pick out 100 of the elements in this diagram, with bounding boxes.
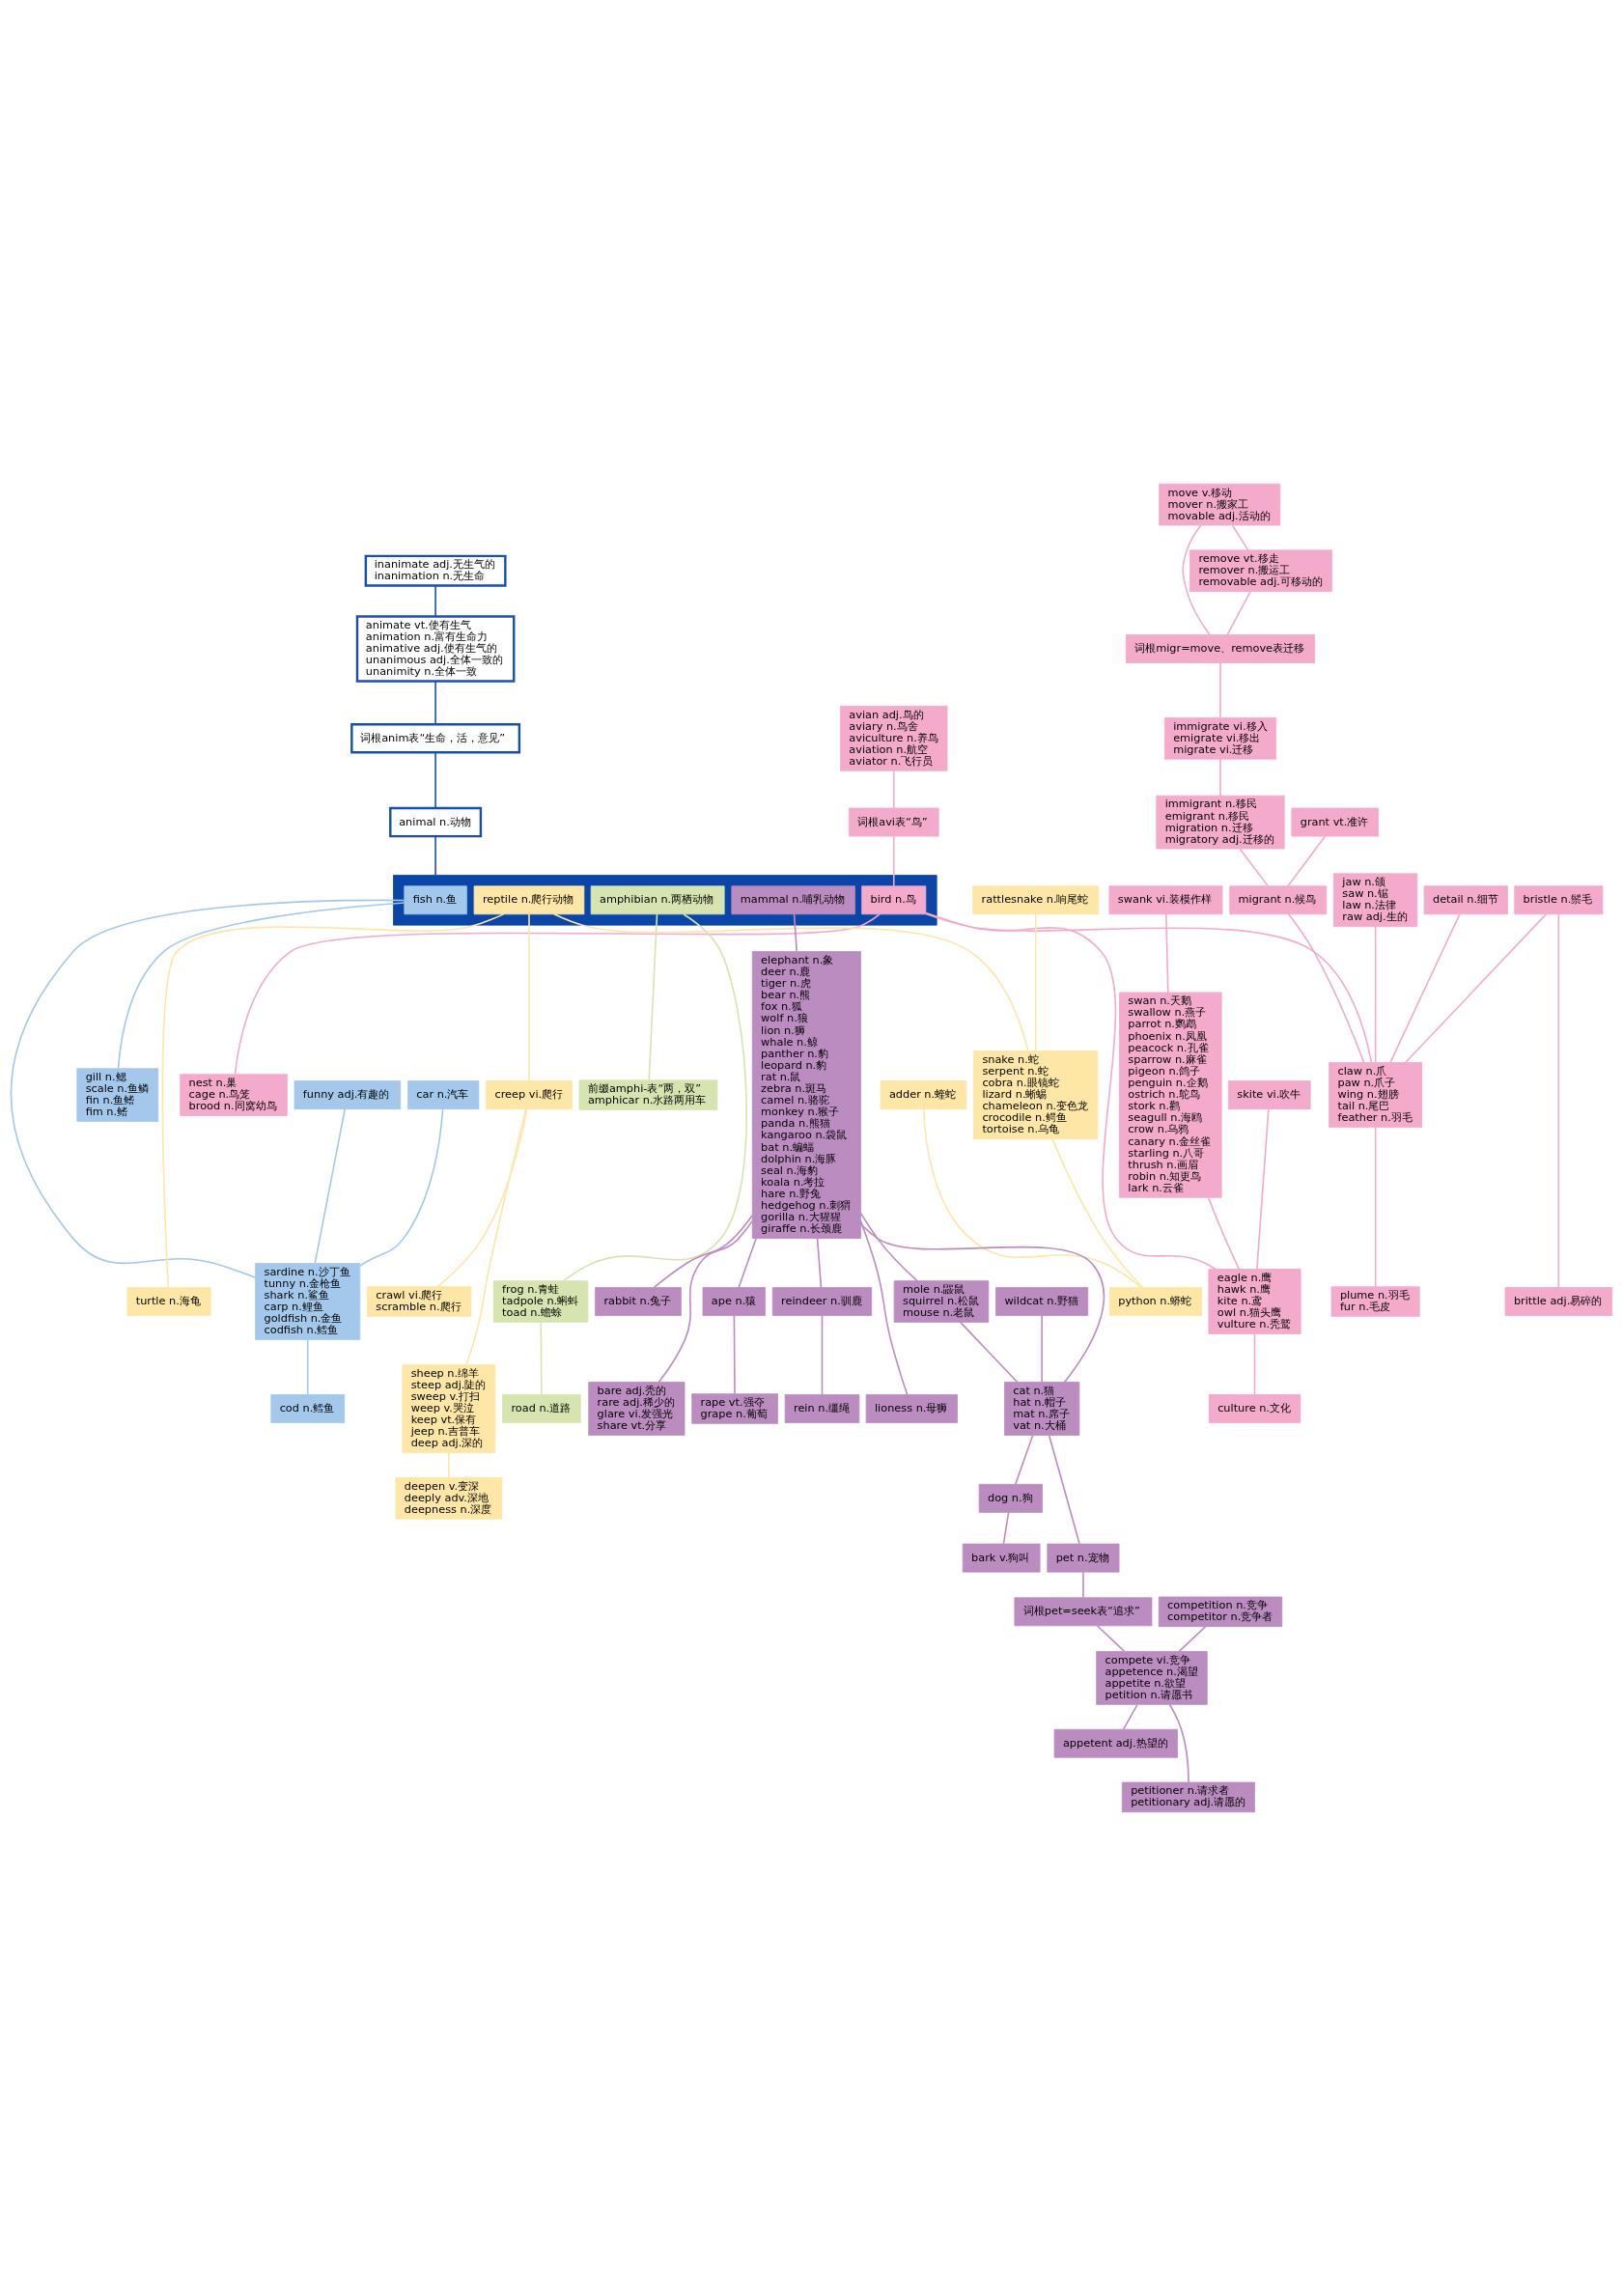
node-box: 词根avi表“鸟”	[848, 807, 939, 837]
node-box: elephant n.象 deer n.鹿 tiger n.虎 bear n.熊 fox n.狐 wolf n.狼 lion n.狮 whale n.鲸 panther n.豹 leopard n.豹 rat n.鼠 zebra n.斑马 camel n.骆驼 monkey n.猴子 panda n.熊猫 kangaroo n.袋鼠 bat n.蝙蝠 dolphin n.海豚 seal n.海豹 koala n.考拉 hare n.野兔 hedgehog n.刺猬 gorilla n.大猩猩 giraffe n.长颈鹿	[751, 951, 861, 1240]
node-box: animal n.动物	[389, 806, 483, 838]
connector	[821, 1314, 824, 1396]
node-box: lioness n.母狮	[865, 1394, 958, 1423]
connector	[892, 770, 895, 809]
node-box: migrant n.候鸟	[1229, 885, 1328, 915]
connector	[1082, 1571, 1084, 1599]
node-box: 词根anim表“生命，活，意见”	[350, 723, 521, 754]
node-box: rabbit n.兔子	[595, 1287, 682, 1316]
node-box: mammal n.哺乳动物	[731, 885, 855, 915]
connector	[653, 1215, 753, 1289]
connector	[563, 913, 747, 1282]
node-box: road n.道路	[502, 1394, 581, 1423]
node-box: bare adj.秃的 rare adj.稀少的 glare vi.发强光 share vt.分享	[588, 1382, 686, 1436]
connector	[1287, 835, 1327, 887]
connector	[306, 1338, 309, 1396]
connector	[859, 1219, 909, 1396]
node-box: pet n.宠物	[1047, 1543, 1120, 1573]
connector	[434, 680, 436, 725]
node-box: turtle n.海龟	[126, 1287, 211, 1316]
node-box: inanimate adj.无生气的 inanimation n.无生命	[364, 554, 507, 587]
connector	[1207, 1196, 1241, 1271]
connector	[859, 1212, 918, 1282]
connector	[1219, 758, 1221, 797]
node-box: ape n.猿	[702, 1287, 766, 1316]
connector	[434, 751, 436, 809]
connector	[1096, 1625, 1126, 1653]
connector	[161, 913, 505, 1289]
connector	[1051, 1138, 1144, 1289]
node-box: compete vi.竞争 appetence n.渴望 appetite n.欲望 petition n.请愿书	[1096, 1651, 1208, 1705]
connector	[10, 899, 406, 1279]
node-box: funny adj.有趣的	[294, 1080, 402, 1110]
connector	[892, 835, 895, 887]
connector	[1002, 1511, 1010, 1545]
connector	[733, 1314, 736, 1395]
connector	[465, 1108, 527, 1366]
connector	[448, 1451, 450, 1479]
node-box: grant vt.准许	[1291, 807, 1379, 837]
node-box: immigrant n.移民 emigrant n.移民 migration n.迁移 migratory adj.迁移的	[1156, 795, 1285, 850]
connector	[1219, 661, 1221, 719]
connector	[314, 1108, 346, 1265]
node-box: gill n.鳃 scale n.鱼鳞 fin n.鱼鳍 fim n.鳍	[76, 1068, 159, 1122]
node-box: culture n.文化	[1208, 1394, 1301, 1423]
node-box: dog n.狗	[978, 1483, 1043, 1513]
node-box: frog n.青蛙 tadpole n.蝌蚪 toad n.蟾蜍	[492, 1280, 589, 1323]
connector	[1287, 913, 1365, 1064]
connector	[1231, 524, 1249, 551]
connector	[553, 913, 1029, 1051]
connector	[234, 913, 881, 1076]
connector	[1256, 1108, 1270, 1271]
node-box: cat n.猫 hat n.帽子 mat n.席子 vat n.大桶	[1004, 1382, 1080, 1436]
node-box: move v.移动 mover n.搬家工 movable adj.活动的	[1159, 483, 1281, 526]
node-box: cod n.鳕鱼	[270, 1394, 346, 1423]
node-box: 词根pet=seek表“追求”	[1014, 1597, 1153, 1627]
connector	[1165, 913, 1169, 994]
node-box: immigrate vi.移入 emigrate vi.移出 migrate vi.迁移	[1163, 717, 1277, 760]
node-box: plume n.羽毛 fur n.毛皮	[1330, 1286, 1420, 1317]
node-box: skite vi.吹牛	[1228, 1080, 1311, 1110]
node-box: reindeer n.驯鹿	[771, 1287, 873, 1316]
connector	[960, 1321, 1019, 1384]
node-box: car n.汽车	[407, 1080, 480, 1110]
node-box: animate vt.使有生气 animation n.富有生命力 animative adj.使有生气的 unanimous adj.全体一致的 unanimity n.全体一致	[355, 615, 516, 683]
connector	[648, 913, 658, 1081]
connector	[1122, 1703, 1138, 1730]
connector	[540, 1321, 543, 1396]
node-box: adder n.蝰蛇	[880, 1080, 967, 1110]
connector	[1557, 913, 1560, 1289]
node-box: bark v.狗叫	[962, 1543, 1041, 1573]
node-box: avian adj.鸟的 aviary n.鸟舍 aviculture n.养鸟 aviation n.航空 aviator n.飞行员	[840, 705, 948, 771]
node-box: sheep n.绵羊 steep adj.陡的 sweep v.打扫 weep v.哭泣 keep vt.保有 jeep n.吉普车 deep adj.深的	[402, 1364, 496, 1454]
connector	[436, 1107, 528, 1288]
connector	[1178, 1625, 1207, 1653]
node-box: rattlesnake n.响尾蛇	[972, 885, 1100, 915]
connector	[1168, 1703, 1189, 1783]
connector	[359, 1107, 444, 1267]
node-box: bristle n.鬃毛	[1514, 885, 1604, 915]
node-box: petitioner n.请求者 petitionary adj.请愿的	[1121, 1781, 1255, 1813]
node-box: swank vi.装模作样	[1108, 885, 1223, 915]
node-box: rape vt.强夺 grape n.葡萄	[691, 1393, 778, 1424]
connector	[1389, 913, 1461, 1064]
node-box: rein n.缰绳	[784, 1394, 860, 1423]
node-box: detail n.细节	[1423, 885, 1508, 915]
connector	[117, 902, 406, 1070]
connector	[1374, 1126, 1377, 1288]
node-box: python n.蟒蛇	[1108, 1287, 1203, 1316]
connector	[528, 913, 530, 1082]
node-box: snake n.蛇 serpent n.蛇 cobra n.眼镜蛇 lizard n.蜥蜴 chameleon n.变色龙 crocodile n.鳄鱼 tortoise n.乌龟	[973, 1050, 1099, 1140]
node-box: claw n.爪 paw n.爪子 wing n.翅膀 tail n.尾巴 feather n.羽毛	[1329, 1062, 1423, 1128]
connector	[738, 1237, 757, 1289]
connector	[1226, 591, 1251, 636]
node-box: eagle n.鹰 hawk n.鹰 kite n.鸢 owl n.猫头鹰 vulture n.秃鹫	[1208, 1269, 1301, 1334]
connector	[1405, 913, 1548, 1064]
node-box: nest n.巢 cage n.鸟笼 brood n.同窝幼鸟	[180, 1074, 288, 1116]
connector	[1048, 1434, 1080, 1545]
node-box: appetent adj.热望的	[1053, 1728, 1178, 1758]
node-box: fish n.鱼	[404, 885, 467, 915]
node-box: 词根migr=move、remove表迁移	[1125, 634, 1316, 663]
connector	[658, 1219, 754, 1384]
connector	[1034, 913, 1037, 1052]
